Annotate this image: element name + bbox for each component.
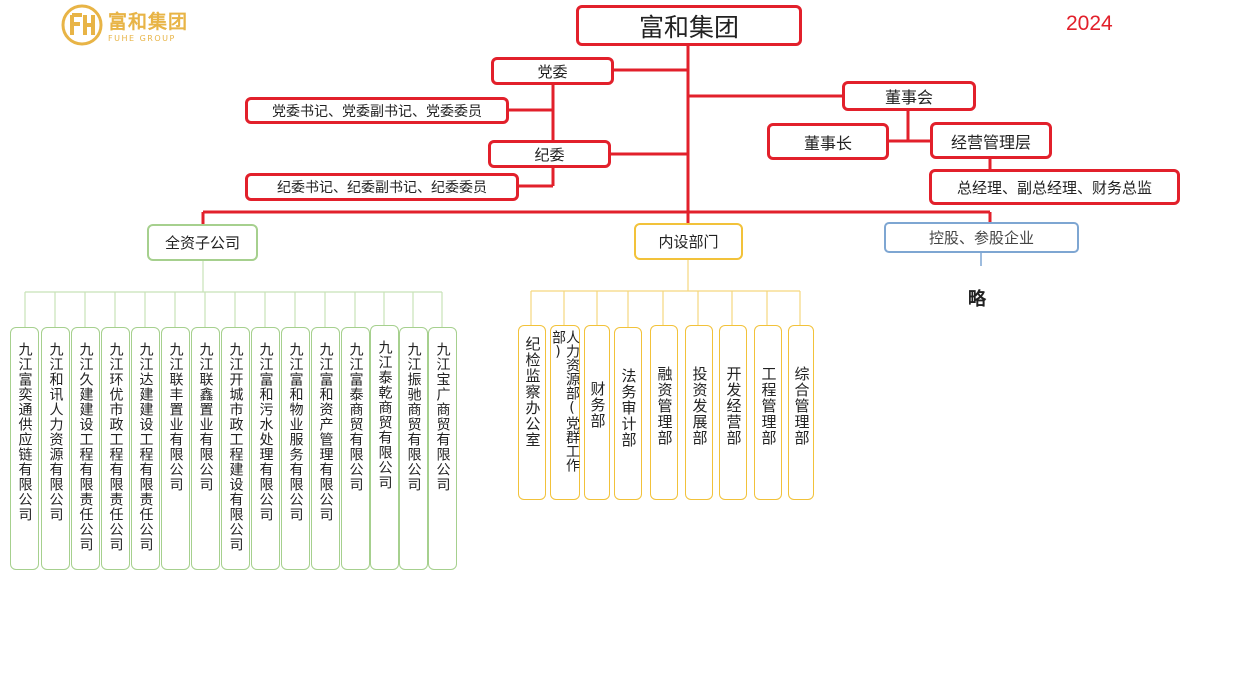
subsidiary-node: 九江富和污水处理有限公司 [251,327,280,570]
holdings-node: 控股、参股企业 [884,222,1079,253]
subsidiary-node: 九江环优市政工程有限责任公司 [101,327,130,570]
subsidiary-label: 九江达建建设工程有限责任公司 [137,342,154,552]
board-node: 董事会 [842,81,976,111]
department-label: 法务审计部 [619,368,638,448]
department-label: 工程管理部 [759,366,778,446]
management-node: 经营管理层 [930,122,1052,159]
subsidiary-label: 九江泰乾商贸有限公司 [376,340,393,490]
department-node: 开发经营部 [719,325,747,500]
fh-monogram-icon [61,4,103,46]
department-label: 融资管理部 [655,366,674,446]
discipline-committee-node: 纪委 [488,140,611,168]
subsidiary-label: 九江联鑫置业有限公司 [197,342,214,492]
subsidiary-label: 九江开城市政工程建设有限公司 [227,342,244,552]
department-label: 开发经营部 [724,366,743,446]
subsidiary-node: 九江富和资产管理有限公司 [311,327,340,570]
company-logo: 富和集团 FUHE GROUP [60,3,188,47]
department-label: 纪检监察办公室 [523,336,542,448]
root-node: 富和集团 [576,5,802,46]
department-node: 人力资源部(党群工作部) [550,325,580,500]
subsidiary-label: 九江环优市政工程有限责任公司 [107,342,124,552]
department-label: 人力资源部(党群工作部) [550,330,580,472]
subsidiary-node: 九江宝广商贸有限公司 [428,327,457,570]
department-node: 纪检监察办公室 [518,325,546,500]
department-label: 财务部 [588,381,607,429]
department-node: 综合管理部 [788,325,814,500]
subsidiary-label: 九江联丰置业有限公司 [167,342,184,492]
subsidiary-label: 九江振驰商贸有限公司 [405,342,422,492]
subsidiary-node: 九江富和物业服务有限公司 [281,327,310,570]
subsidiary-node: 九江开城市政工程建设有限公司 [221,327,250,570]
subsidiary-node: 九江联鑫置业有限公司 [191,327,220,570]
subsidiary-label: 九江富和污水处理有限公司 [257,342,274,522]
holdings-omitted-note: 略 [968,289,986,310]
discipline-committee-members-node: 纪委书记、纪委副书记、纪委委员 [245,173,519,201]
subsidiary-node: 九江富泰商贸有限公司 [341,327,370,570]
subsidiary-label: 九江富和资产管理有限公司 [317,342,334,522]
internal-departments-node: 内设部门 [634,223,743,260]
subsidiary-node: 九江达建建设工程有限责任公司 [131,327,160,570]
chairman-node: 董事长 [767,123,889,160]
subsidiary-node: 九江富奕通供应链有限公司 [10,327,39,570]
department-label: 综合管理部 [792,366,811,446]
management-members-node: 总经理、副总经理、财务总监 [929,169,1180,205]
subsidiary-label: 九江和讯人力资源有限公司 [47,342,64,522]
department-node: 财务部 [584,325,610,500]
subsidiary-node: 九江和讯人力资源有限公司 [41,327,70,570]
department-node: 融资管理部 [650,325,678,500]
party-committee-node: 党委 [491,57,614,85]
department-node: 投资发展部 [685,325,713,500]
department-node: 工程管理部 [754,325,782,500]
department-node: 法务审计部 [614,327,642,500]
year-label: 2024 [1066,12,1113,35]
subsidiary-label: 九江宝广商贸有限公司 [434,342,451,492]
subsidiary-node: 九江振驰商贸有限公司 [399,327,428,570]
subsidiary-node: 九江泰乾商贸有限公司 [370,325,399,570]
subsidiary-label: 九江富和物业服务有限公司 [287,342,304,522]
logo-name-en: FUHE GROUP [108,34,176,43]
wholly-owned-subsidiaries-node: 全资子公司 [147,224,258,261]
department-label: 投资发展部 [690,366,709,446]
subsidiary-node: 九江久建建设工程有限责任公司 [71,327,100,570]
subsidiary-label: 九江富奕通供应链有限公司 [16,342,33,522]
logo-name-cn: 富和集团 [108,11,189,33]
subsidiary-label: 九江久建建设工程有限责任公司 [77,342,94,552]
party-committee-members-node: 党委书记、党委副书记、党委委员 [245,97,509,124]
subsidiary-label: 九江富泰商贸有限公司 [347,342,364,492]
subsidiary-node: 九江联丰置业有限公司 [161,327,190,570]
